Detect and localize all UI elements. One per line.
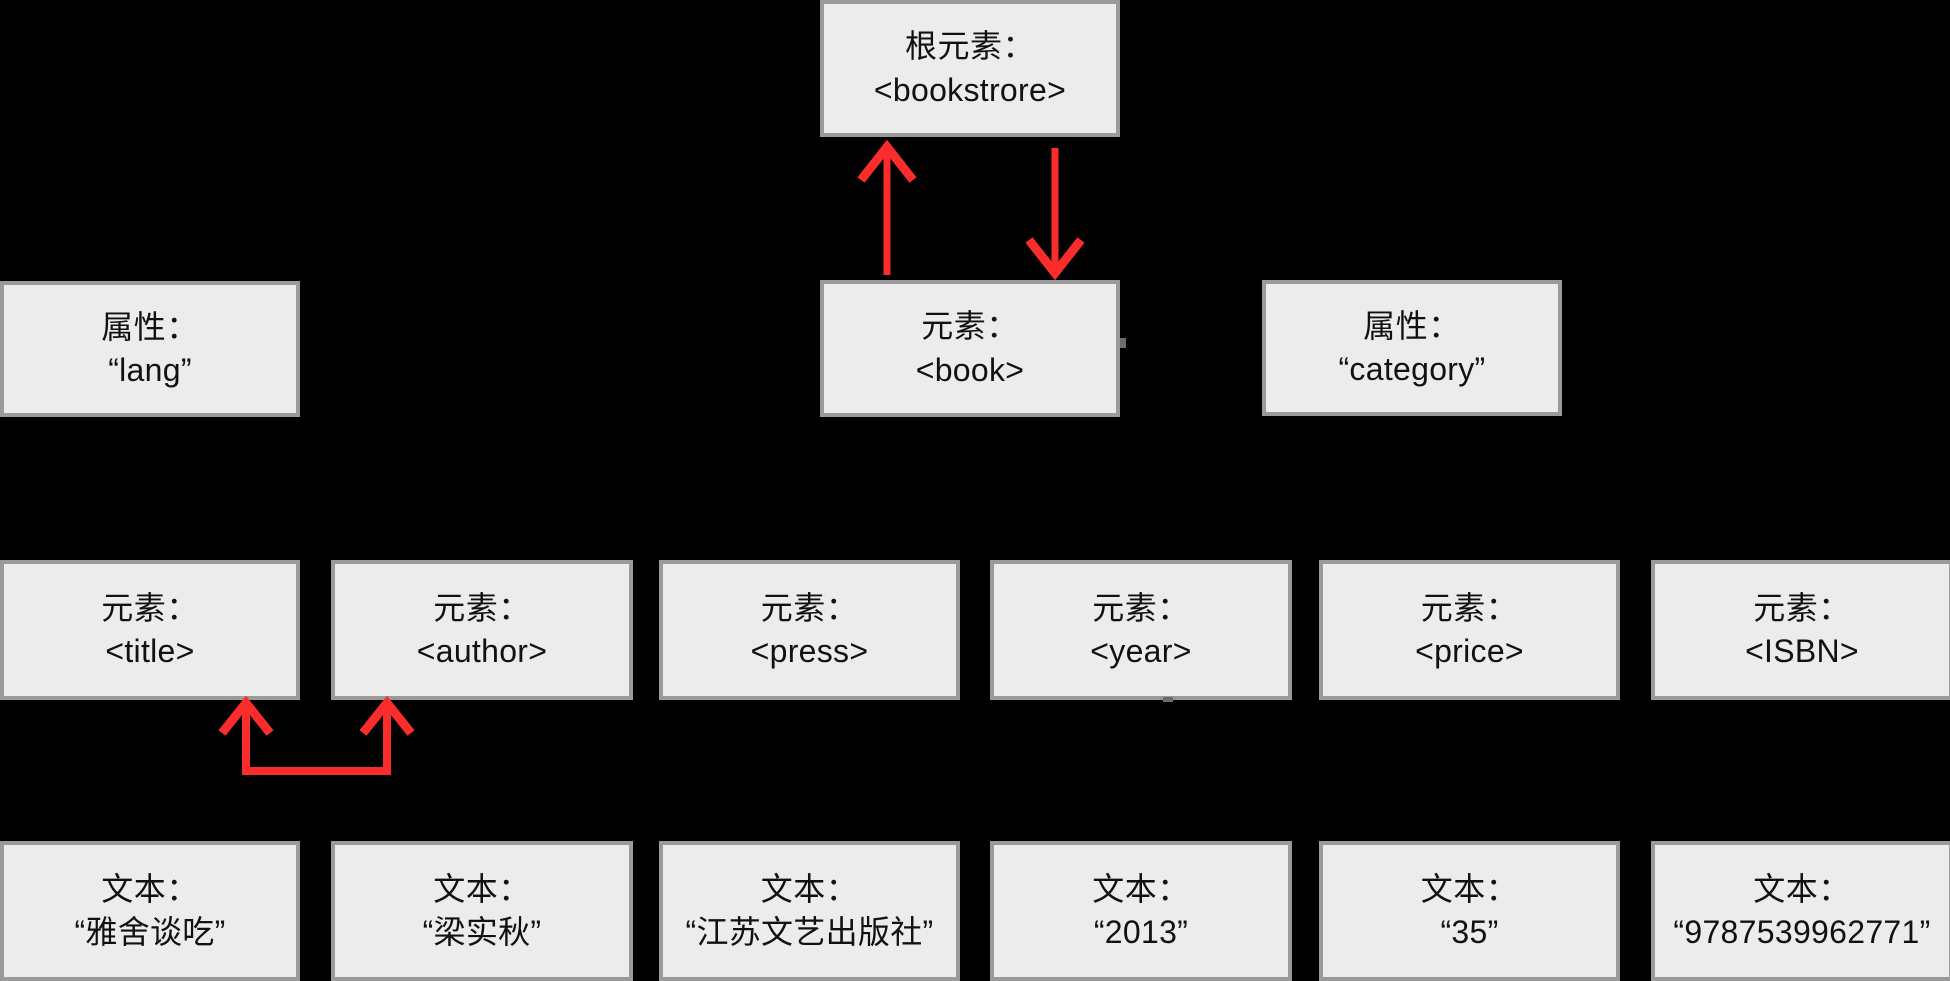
node-text-author[interactable]: 文本： “梁实秋” (331, 841, 633, 981)
node-kind-label: 元素： (1420, 589, 1519, 626)
node-text-press[interactable]: 文本： “江苏文艺出版社” (659, 841, 960, 981)
node-attribute-category[interactable]: 属性： “category” (1262, 280, 1562, 416)
node-kind-label: 文本： (1092, 870, 1190, 907)
node-kind-label: 文本： (101, 870, 199, 907)
node-value-label: “9787539962771” (1673, 914, 1931, 950)
node-element-book[interactable]: 元素： <book> (820, 280, 1120, 417)
node-value-label: <price> (1415, 633, 1524, 669)
node-value-label: <ISBN> (1745, 633, 1859, 669)
node-element-price[interactable]: 元素： <price> (1319, 560, 1620, 700)
node-value-label: “雅舍谈吃” (74, 914, 226, 950)
node-value-label: “江苏文艺出版社” (685, 914, 934, 950)
divider-tick-year (1163, 697, 1173, 702)
node-kind-label: 元素： (1753, 589, 1851, 626)
node-kind-label: 文本： (1420, 870, 1519, 907)
node-root-element[interactable]: 根元素： <bookstrore> (820, 0, 1120, 137)
node-value-label: <book> (915, 351, 1025, 388)
node-value-label: <press> (750, 633, 869, 669)
node-value-label: <title> (105, 633, 195, 669)
node-kind-label: 元素： (921, 308, 1019, 345)
node-text-title[interactable]: 文本： “雅舍谈吃” (0, 841, 300, 981)
node-element-author[interactable]: 元素： <author> (331, 560, 633, 700)
node-value-label: “lang” (108, 352, 192, 388)
node-kind-label: 元素： (760, 589, 859, 626)
node-kind-label: 元素： (101, 589, 199, 626)
node-text-price[interactable]: 文本： “35” (1319, 841, 1620, 981)
node-element-press[interactable]: 元素： <press> (659, 560, 960, 700)
node-value-label: <bookstrore> (873, 71, 1067, 108)
arrow-title-author-sibling-icon (218, 695, 415, 775)
divider-tick (1120, 338, 1126, 348)
node-element-isbn[interactable]: 元素： <ISBN> (1651, 560, 1950, 700)
node-element-title[interactable]: 元素： <title> (0, 560, 300, 700)
arrow-book-to-root-icon (857, 139, 917, 275)
node-text-isbn[interactable]: 文本： “9787539962771” (1651, 841, 1950, 981)
node-value-label: <year> (1090, 633, 1192, 669)
node-attribute-lang[interactable]: 属性： “lang” (0, 281, 300, 417)
node-kind-label: 元素： (1092, 589, 1190, 626)
node-text-year[interactable]: 文本： “2013” (990, 841, 1292, 981)
node-kind-label: 文本： (1753, 870, 1851, 907)
node-kind-label: 文本： (760, 870, 859, 907)
node-kind-label: 元素： (433, 589, 531, 626)
arrow-root-to-book-icon (1025, 148, 1085, 281)
node-kind-label: 根元素： (904, 28, 1035, 65)
node-kind-label: 属性： (101, 308, 199, 345)
node-value-label: “2013” (1093, 914, 1189, 950)
node-element-year[interactable]: 元素： <year> (990, 560, 1292, 700)
node-value-label: <author> (416, 633, 548, 669)
node-value-label: “35” (1440, 914, 1499, 950)
node-value-label: “梁实秋” (422, 914, 542, 950)
node-kind-label: 属性： (1363, 307, 1461, 344)
node-value-label: “category” (1338, 351, 1486, 387)
node-kind-label: 文本： (433, 870, 531, 907)
